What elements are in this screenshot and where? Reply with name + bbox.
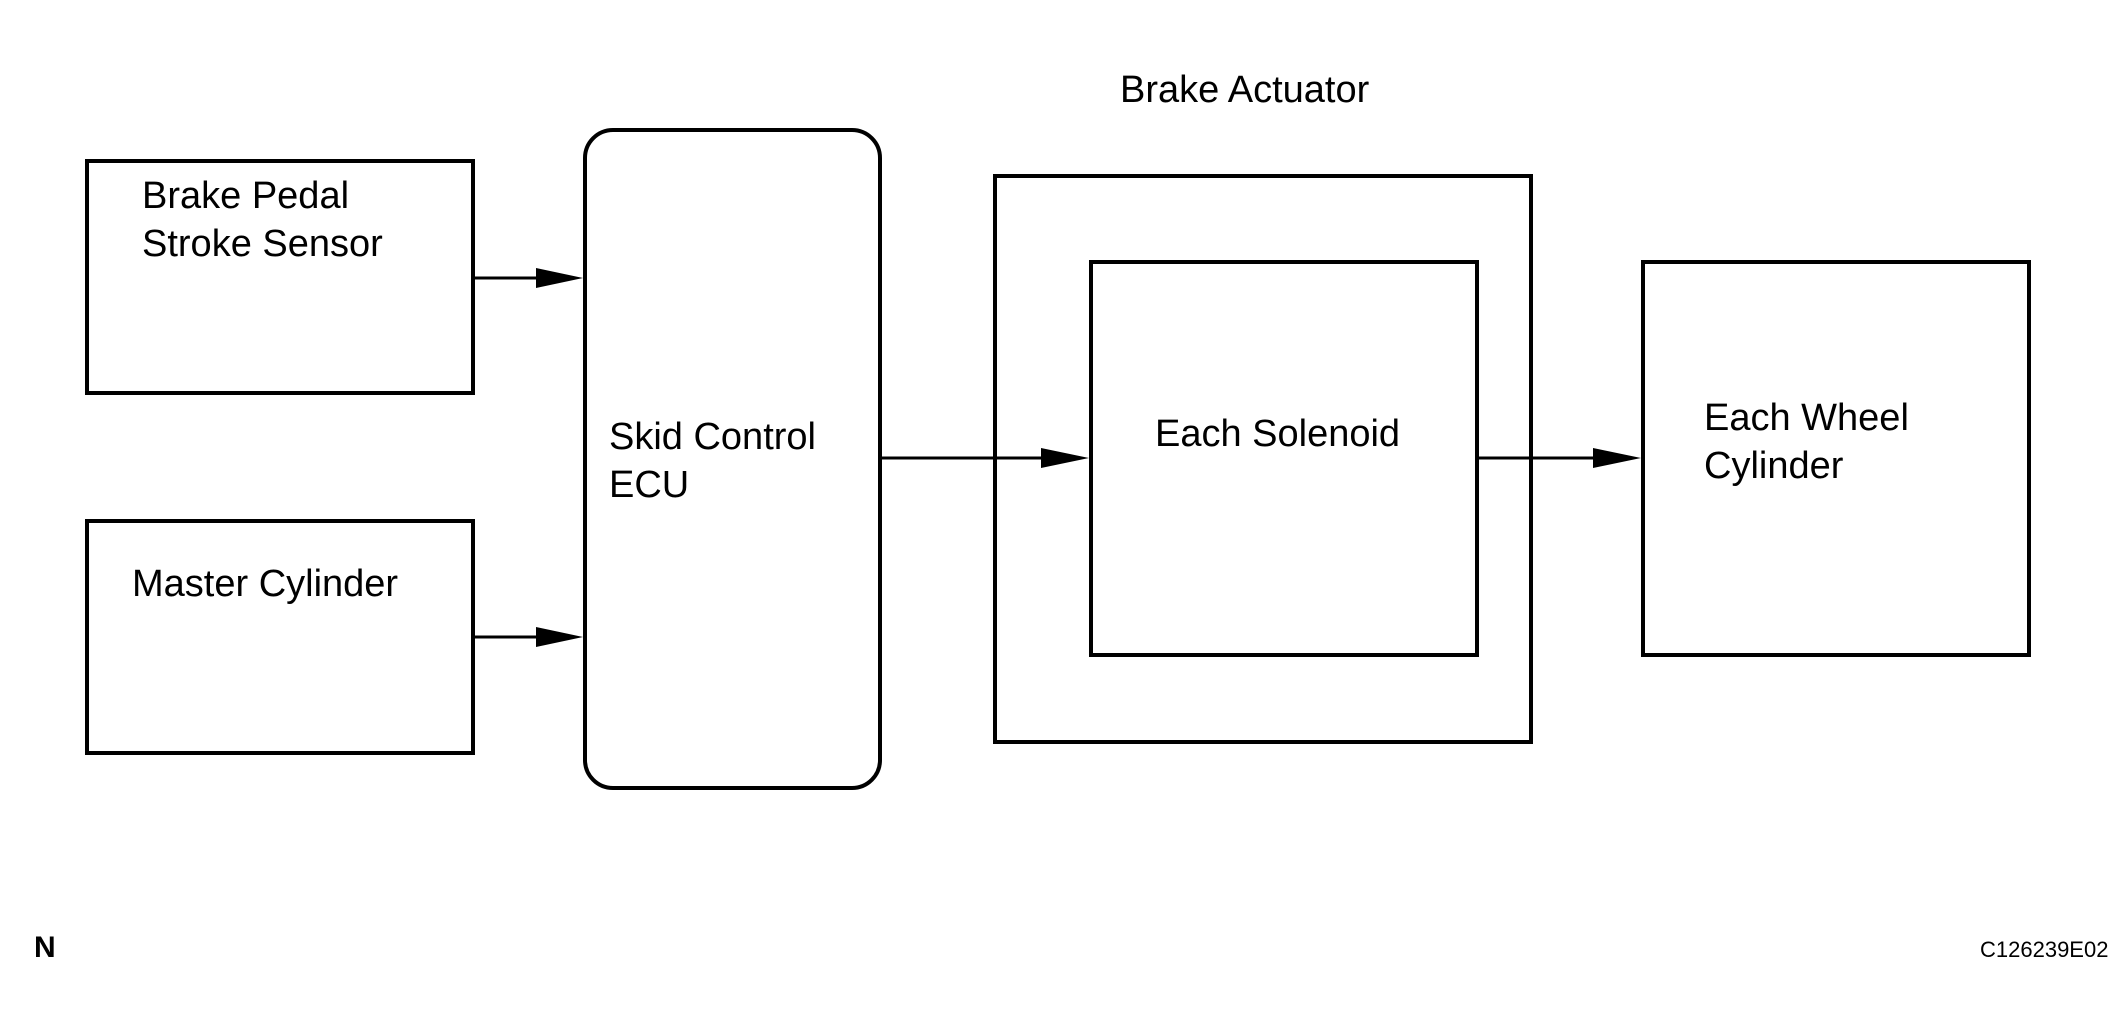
each-wheel-cylinder-box xyxy=(1641,260,2031,657)
each-wheel-cylinder-line2: Cylinder xyxy=(1704,445,1844,487)
brake-pedal-stroke-sensor-box xyxy=(85,159,475,395)
master-cylinder-label: Master Cylinder xyxy=(132,563,399,605)
skid-control-ecu-line1: Skid Control xyxy=(609,416,816,458)
skid-control-ecu-line2: ECU xyxy=(609,464,690,506)
each-solenoid-label: Each Solenoid xyxy=(1155,413,1401,455)
brake-actuator-label: Brake Actuator xyxy=(1120,69,1370,111)
each-wheel-cylinder-label: Each Wheel Cylinder xyxy=(1704,394,1909,490)
arrow-master-to-ecu-head xyxy=(536,627,583,647)
footer-mark: N xyxy=(34,931,56,964)
brake-pedal-stroke-sensor-line2: Stroke Sensor xyxy=(142,223,383,265)
each-wheel-cylinder-line1: Each Wheel xyxy=(1704,397,1909,439)
arrow-solenoid-to-wheel-head xyxy=(1593,448,1641,468)
brake-pedal-stroke-sensor-label: Brake Pedal Stroke Sensor xyxy=(142,172,383,268)
arrow-ecu-to-solenoid-head xyxy=(1041,448,1089,468)
figure-code: C126239E02 xyxy=(1980,937,2109,962)
each-solenoid-box xyxy=(1089,260,1479,657)
brake-pedal-stroke-sensor-line1: Brake Pedal xyxy=(142,175,350,217)
master-cylinder-box xyxy=(85,519,475,755)
arrow-sensor-to-ecu-head xyxy=(536,268,583,288)
skid-control-ecu-box xyxy=(583,128,882,790)
skid-control-ecu-label: Skid Control ECU xyxy=(609,413,816,509)
